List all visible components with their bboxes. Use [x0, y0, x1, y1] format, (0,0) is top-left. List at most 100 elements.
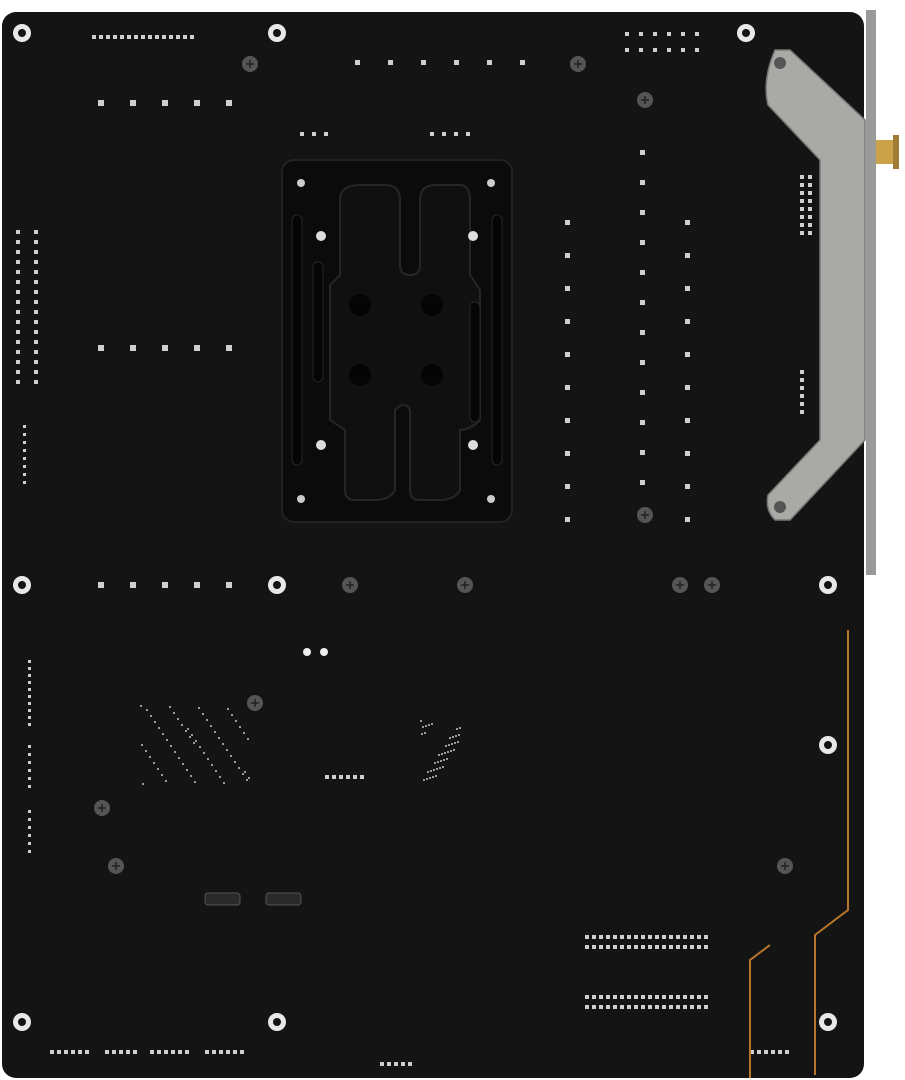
- solder-pad: [685, 352, 690, 357]
- smd-component: [424, 732, 426, 734]
- solder-pad: [662, 1005, 666, 1009]
- smd-component: [438, 754, 440, 756]
- mounting-hole-center: [824, 741, 832, 749]
- smd-component: [195, 740, 197, 742]
- solder-pad: [16, 300, 20, 304]
- solder-pad: [676, 995, 680, 999]
- solder-pad: [169, 35, 173, 39]
- solder-pad: [800, 370, 804, 374]
- solder-pad: [130, 582, 136, 588]
- solder-pad: [28, 709, 31, 712]
- chip: [204, 892, 241, 906]
- solder-pad: [16, 250, 20, 254]
- solder-pad: [16, 360, 20, 364]
- solder-pad: [421, 60, 426, 65]
- solder-pad: [620, 935, 624, 939]
- orange-trace: [749, 630, 849, 1078]
- solder-pad: [750, 1050, 754, 1054]
- solder-pad: [23, 473, 26, 476]
- solder-pad: [685, 484, 690, 489]
- solder-pad: [171, 1050, 175, 1054]
- solder-pad: [34, 350, 38, 354]
- solder-pad: [627, 945, 631, 949]
- smd-component: [448, 744, 450, 746]
- solder-pad: [34, 380, 38, 384]
- smd-component: [189, 736, 191, 738]
- solder-pad: [676, 935, 680, 939]
- solder-pad: [627, 935, 631, 939]
- screw-cross: [708, 581, 716, 589]
- smd-component: [161, 774, 163, 776]
- solder-pad: [640, 420, 645, 425]
- smd-component: [193, 742, 195, 744]
- solder-pad: [28, 761, 31, 764]
- solder-pad: [640, 270, 645, 275]
- mounting-hole-center: [18, 581, 26, 589]
- smd-component: [162, 733, 164, 735]
- solder-pad: [683, 1005, 687, 1009]
- solder-pad: [685, 220, 690, 225]
- solder-pad: [681, 32, 685, 36]
- smd-component: [150, 715, 152, 717]
- solder-pad: [380, 1062, 384, 1066]
- solder-pad: [667, 32, 671, 36]
- smd-component: [153, 762, 155, 764]
- smd-component: [158, 727, 160, 729]
- solder-pad: [28, 716, 31, 719]
- solder-pad: [641, 1005, 645, 1009]
- solder-pad: [194, 345, 200, 351]
- solder-pad: [565, 418, 570, 423]
- solder-pad: [57, 1050, 61, 1054]
- smd-component: [165, 780, 167, 782]
- solder-pad: [28, 818, 31, 821]
- mounting-hole-center: [824, 581, 832, 589]
- solder-pad: [565, 253, 570, 258]
- smd-component: [427, 771, 429, 773]
- solder-pad: [640, 450, 645, 455]
- solder-pad: [690, 1005, 694, 1009]
- solder-pad: [681, 48, 685, 52]
- screw-cross: [641, 511, 649, 519]
- solder-pad: [34, 300, 38, 304]
- solder-pad: [685, 451, 690, 456]
- solder-pad: [640, 480, 645, 485]
- solder-pad: [800, 231, 804, 235]
- solder-pad: [655, 945, 659, 949]
- solder-pad: [800, 378, 804, 382]
- solder-pad: [303, 648, 311, 656]
- solder-pad: [640, 360, 645, 365]
- smd-component: [421, 733, 423, 735]
- smd-component: [191, 734, 193, 736]
- mounting-hole-center: [824, 1018, 832, 1026]
- smd-component: [423, 779, 425, 781]
- solder-pad: [620, 995, 624, 999]
- smd-component: [230, 755, 232, 757]
- solder-pad: [685, 319, 690, 324]
- solder-pad: [634, 995, 638, 999]
- smd-component: [459, 727, 461, 729]
- smd-component: [446, 758, 448, 760]
- smd-component: [142, 783, 144, 785]
- solder-pad: [697, 1005, 701, 1009]
- solder-pad: [695, 48, 699, 52]
- solder-pad: [669, 995, 673, 999]
- smd-component: [234, 761, 236, 763]
- solder-pad: [360, 775, 364, 779]
- solder-pad: [16, 310, 20, 314]
- solder-pad: [662, 995, 666, 999]
- solder-pad: [240, 1050, 244, 1054]
- smd-component: [242, 773, 244, 775]
- solder-pad: [28, 695, 31, 698]
- solder-pad: [28, 681, 31, 684]
- solder-pad: [346, 775, 350, 779]
- solder-pad: [606, 1005, 610, 1009]
- solder-pad: [565, 484, 570, 489]
- screw-cross: [112, 862, 120, 870]
- solder-pad: [442, 132, 446, 136]
- solder-pad: [34, 370, 38, 374]
- solder-pad: [23, 441, 26, 444]
- solder-pad: [325, 775, 329, 779]
- solder-pad: [800, 175, 804, 179]
- solder-pad: [640, 390, 645, 395]
